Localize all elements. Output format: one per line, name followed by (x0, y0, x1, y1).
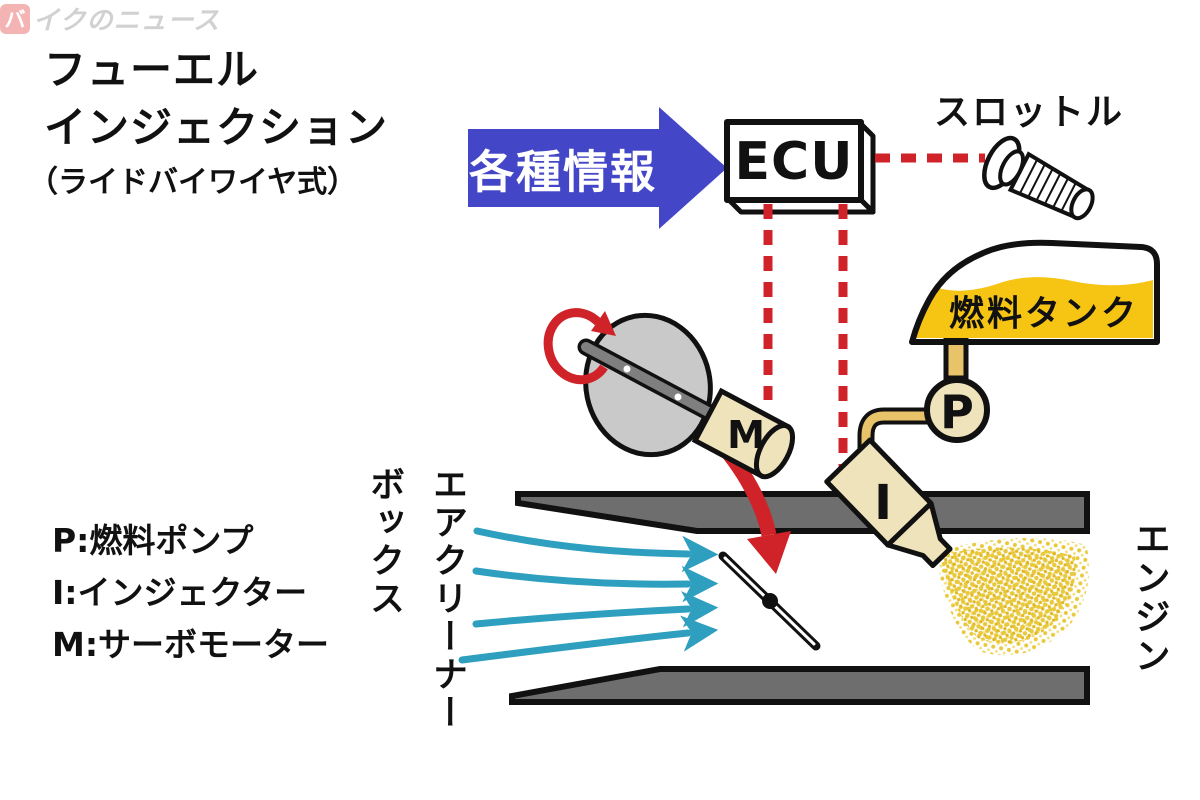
fuel-tank (909, 239, 1160, 345)
fuel-pipe-pump-injector (857, 407, 929, 456)
injector-letter: I (874, 475, 892, 531)
throttle-grip-icon (982, 135, 1095, 221)
info-arrow-label: 各種情報 (468, 145, 658, 199)
pump-badge (924, 377, 990, 443)
fuel-spray (936, 537, 1090, 656)
butterfly-valve (718, 551, 821, 651)
page-title-line1: フューエル (44, 45, 260, 94)
watermark-text: イクのニュース (33, 6, 221, 36)
servo-motor (691, 387, 796, 480)
pump-letter: P (940, 385, 974, 439)
air-cleaner-box-label: エアクリーナーボックス (352, 466, 478, 776)
injector-body (824, 437, 953, 569)
box-label-line: ボックス (364, 466, 404, 618)
ecu-label: ECU (734, 132, 854, 192)
ecu-signal-lines (763, 153, 985, 467)
airflow-arrows (458, 527, 719, 664)
intake-duct-top-wall (515, 491, 1090, 534)
throttle-label: スロットル (933, 92, 1125, 133)
page-title-line3: （ライドバイワイヤ式） (28, 165, 358, 200)
info-arrow (468, 107, 727, 229)
fuel-tank-label: 燃料タンク (948, 294, 1140, 335)
servo-letter: M (727, 413, 765, 457)
legend-line-injector: I:インジェクター (52, 573, 308, 612)
intake-duct-bottom-wall (509, 666, 1090, 705)
rotation-arrow-icon (543, 308, 616, 385)
legend-line-pump: P:燃料ポンプ (52, 521, 254, 560)
watermark: バ イクのニュース (0, 0, 1200, 37)
legend-line-servo: M:サーボモーター (52, 625, 330, 664)
watermark-badge: バ (0, 3, 30, 34)
page-title-line2: インジェクション (44, 103, 389, 152)
air-cleaner-label-line: エアクリーナー (427, 466, 467, 732)
engine-label: エンジン (1128, 520, 1170, 676)
fuel-pipe-tank-pump (943, 337, 969, 381)
